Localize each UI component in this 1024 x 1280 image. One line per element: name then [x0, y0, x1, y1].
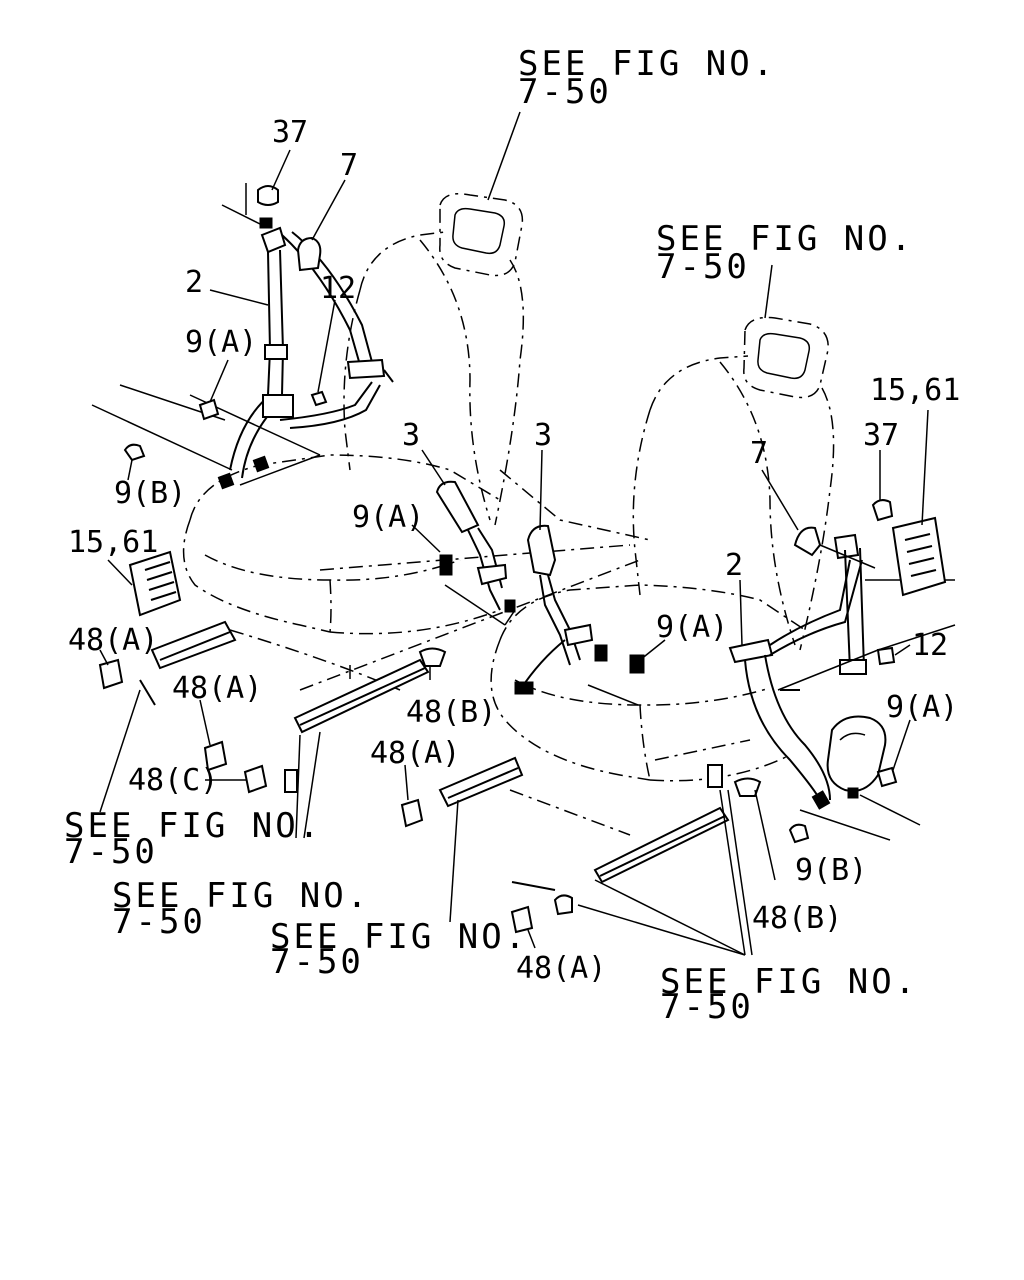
label-2-right: 2	[725, 548, 743, 583]
trim-panel-15-61-right	[891, 516, 947, 597]
see-fig-ref-left-rail-2: SEE FIG NO.	[112, 876, 370, 916]
clip-48a-4	[510, 905, 534, 934]
fig-number-top: 7-50	[518, 72, 612, 112]
label-48a-3: 48(A)	[370, 736, 460, 771]
label-7-right: 7	[750, 436, 768, 471]
fig-number-right-rail: 7-50	[270, 942, 364, 982]
label-3-left: 3	[402, 418, 420, 453]
belt-webbing-left	[229, 226, 394, 479]
right-seat-belt-assembly	[728, 499, 956, 844]
retractor-left	[826, 715, 887, 792]
label-3-right: 3	[534, 418, 552, 453]
right-seat-rail	[438, 756, 762, 916]
reference-labels: SEE FIG NO. 7-50 SEE FIG NO. 7-50 SEE FI…	[64, 44, 918, 1027]
clip-48a-1	[98, 658, 124, 690]
label-48a-1: 48(A)	[68, 623, 158, 658]
see-fig-ref-right: SEE FIG NO.	[656, 219, 914, 259]
floor-lines	[229, 469, 751, 836]
label-37-right: 37	[863, 418, 899, 453]
fig-number-left-rail-2: 7-50	[112, 902, 206, 942]
bolt-37-right	[871, 499, 894, 522]
label-48c: 48(C)	[128, 763, 218, 798]
clip-48a-3	[400, 798, 424, 828]
label-9a-right: 9(A)	[886, 690, 958, 725]
label-7-left: 7	[340, 148, 358, 183]
label-2-left: 2	[185, 265, 203, 300]
buckle-3-right	[514, 524, 645, 695]
label-12-right: 12	[912, 628, 948, 663]
label-9a-center-right: 9(A)	[656, 610, 728, 645]
label-15-61-left: 15,61	[68, 525, 158, 560]
clip-48c	[243, 764, 268, 794]
bolt-37-left	[257, 185, 279, 229]
label-48a-4: 48(A)	[516, 951, 606, 986]
bolt-9b-right	[788, 823, 810, 844]
see-fig-ref-left-rail: SEE FIG NO.	[64, 806, 322, 846]
part-number-labels: 37 7 2 12 9(A) 9(B) 3 3 9(A) 15,61 48(A)…	[68, 115, 960, 986]
label-9b-left: 9(B)	[114, 476, 186, 511]
bolt-12-right	[876, 646, 896, 666]
bolt-12-left	[310, 390, 328, 407]
label-48b-left: 48(B)	[406, 695, 496, 730]
fig-number-right: 7-50	[656, 247, 750, 287]
see-fig-ref-right-rail: SEE FIG NO.	[270, 917, 528, 957]
fig-number-left-rail: 7-50	[64, 832, 158, 872]
buckle-3-left	[435, 480, 516, 613]
label-37-left: 37	[272, 115, 308, 150]
fig-number-bottom: 7-50	[660, 987, 754, 1027]
trim-panel-15-61-left	[128, 550, 182, 617]
see-fig-ref-bottom: SEE FIG NO.	[660, 962, 918, 1002]
bolt-9b-left	[123, 443, 146, 462]
label-15-61-right: 15,61	[870, 373, 960, 408]
label-9a-left: 9(A)	[185, 325, 257, 360]
leader-lines	[99, 111, 929, 956]
left-seat	[182, 193, 525, 635]
right-seat	[490, 316, 835, 782]
left-seat-rail	[139, 620, 447, 793]
label-9b-right: 9(B)	[795, 853, 867, 888]
cover-7-left	[296, 236, 322, 272]
bolt-9a-right	[876, 766, 898, 788]
see-fig-ref-top: SEE FIG NO.	[518, 44, 776, 84]
label-9a-center: 9(A)	[352, 500, 424, 535]
label-48b-right: 48(B)	[752, 901, 842, 936]
label-12-left: 12	[320, 271, 356, 306]
clip-48a-2	[203, 740, 228, 772]
cover-7-right	[793, 526, 822, 557]
left-seat-belt-assembly	[91, 183, 394, 617]
label-48a-2: 48(A)	[172, 671, 262, 706]
